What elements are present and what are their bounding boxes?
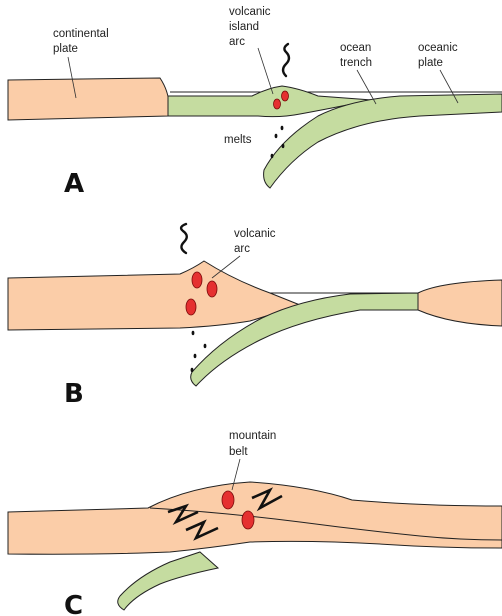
magma-blob — [242, 511, 254, 529]
eruption-plume-icon — [181, 224, 187, 253]
panel-letter-c: C — [64, 591, 83, 616]
leader-volcanic-island-arc — [258, 48, 273, 94]
magma-blob — [282, 91, 289, 101]
collided-continental-plates — [8, 482, 502, 554]
melt-droplet — [282, 144, 285, 148]
continental-plate-right — [418, 280, 502, 326]
melt-droplet — [271, 154, 274, 158]
panel-letter-b: B — [64, 379, 84, 409]
panel-letter-a: A — [64, 169, 84, 199]
label-ocean-trench: ocean trench — [340, 42, 375, 69]
label-melts: melts — [224, 134, 252, 146]
melt-droplet — [194, 354, 197, 358]
magma-blob — [192, 272, 202, 288]
magma-blob — [222, 491, 234, 509]
magma-blob — [207, 281, 217, 297]
panel-b: volcanic arc B — [8, 224, 502, 409]
panel-a: continental plate volcanic island arc oc… — [8, 6, 502, 199]
eruption-plume-icon — [283, 44, 289, 76]
melt-droplet — [275, 134, 278, 138]
magma-blob — [274, 99, 281, 109]
continental-plate-volcanic-arc — [8, 261, 300, 330]
panel-c: mountain belt C — [8, 430, 502, 616]
melt-droplet — [192, 331, 195, 335]
melt-droplet — [204, 344, 207, 348]
label-continental-plate: continental plate — [53, 28, 112, 55]
label-volcanic-arc: volcanic arc — [234, 228, 279, 255]
magma-blob — [186, 299, 196, 315]
label-mountain-belt: mountain belt — [229, 430, 280, 458]
melt-droplet — [281, 126, 284, 130]
label-volcanic-island-arc: volcanic island arc — [229, 6, 274, 48]
melt-droplet — [191, 368, 194, 372]
label-oceanic-plate: oceanic plate — [418, 42, 461, 69]
continental-plate — [8, 78, 169, 120]
subducted-oceanic-plate — [118, 552, 218, 610]
